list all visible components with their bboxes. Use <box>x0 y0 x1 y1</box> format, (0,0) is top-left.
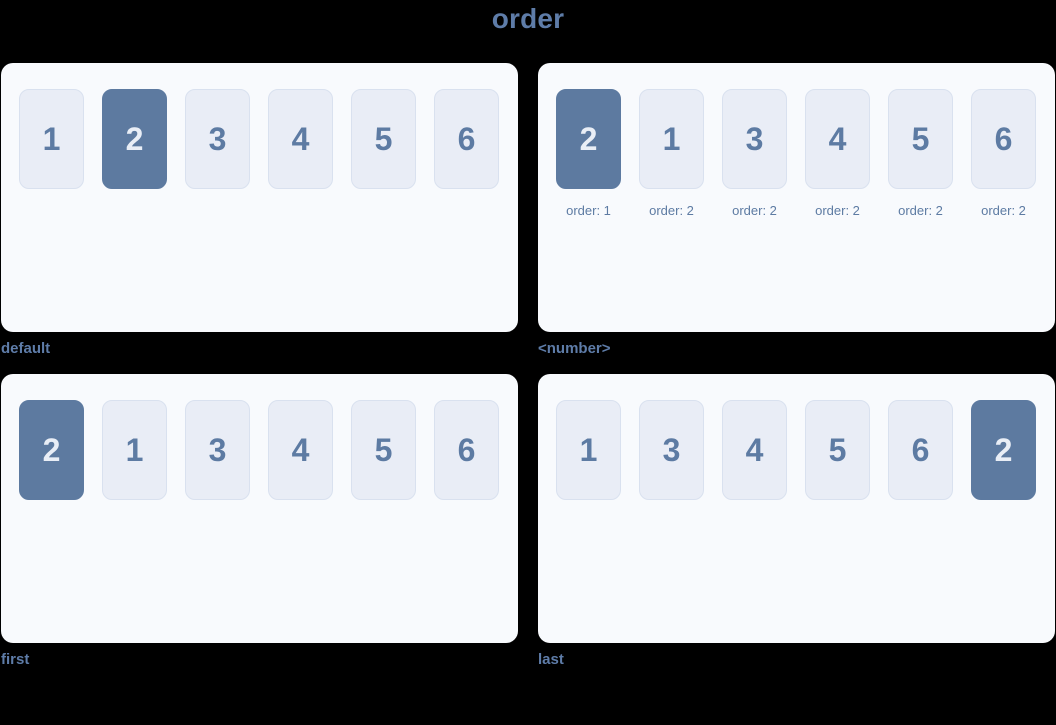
flex-item-wrap: 4 <box>268 400 333 500</box>
flex-item-wrap: 1 order: 2 <box>639 89 704 218</box>
flex-item: 4 <box>268 400 333 500</box>
flex-item: 6 <box>888 400 953 500</box>
example-cell-number: 2 order: 1 1 order: 2 3 order: 2 4 order: 2 5 ord… <box>538 63 1055 358</box>
flex-item: 2 <box>19 400 84 500</box>
flex-item: 5 <box>805 400 870 500</box>
flex-item: 2 <box>971 400 1036 500</box>
flex-item-wrap: 4 order: 2 <box>805 89 870 218</box>
flex-item-wrap: 4 <box>268 89 333 189</box>
flex-item-wrap: 1 <box>102 400 167 500</box>
order-label: order: 2 <box>815 203 860 218</box>
flex-item: 1 <box>19 89 84 189</box>
flex-item: 3 <box>722 89 787 189</box>
flex-item-wrap: 5 <box>805 400 870 500</box>
flex-item: 5 <box>888 89 953 189</box>
flex-item: 1 <box>102 400 167 500</box>
flex-item: 3 <box>639 400 704 500</box>
flex-item-wrap: 3 <box>185 400 250 500</box>
flex-item: 4 <box>805 89 870 189</box>
flex-item-wrap: 5 <box>351 400 416 500</box>
flex-item-wrap: 3 order: 2 <box>722 89 787 218</box>
flex-item: 6 <box>971 89 1036 189</box>
flex-item: 1 <box>639 89 704 189</box>
flex-item: 4 <box>268 89 333 189</box>
flex-item-wrap: 2 order: 1 <box>556 89 621 218</box>
flex-item-wrap: 6 <box>434 89 499 189</box>
flex-item-wrap: 6 <box>434 400 499 500</box>
flex-item: 5 <box>351 400 416 500</box>
panel-caption: last <box>538 651 564 668</box>
flex-item-wrap: 1 <box>19 89 84 189</box>
panel-caption: default <box>1 340 51 357</box>
flex-item: 4 <box>722 400 787 500</box>
flex-item: 5 <box>351 89 416 189</box>
flex-item-wrap: 2 <box>102 89 167 189</box>
demo-panel: 2 order: 1 1 order: 2 3 order: 2 4 order: 2 5 ord… <box>538 63 1055 332</box>
flex-item-wrap: 5 order: 2 <box>888 89 953 218</box>
order-label: order: 2 <box>732 203 777 218</box>
flex-item-wrap: 6 order: 2 <box>971 89 1036 218</box>
flex-item-wrap: 3 <box>185 89 250 189</box>
flex-item-wrap: 1 <box>556 400 621 500</box>
flex-item: 1 <box>556 400 621 500</box>
flex-item: 6 <box>434 400 499 500</box>
panel-caption: <number> <box>538 340 611 357</box>
flex-item-wrap: 4 <box>722 400 787 500</box>
flex-item: 3 <box>185 400 250 500</box>
flex-item-wrap: 6 <box>888 400 953 500</box>
order-label: order: 1 <box>566 203 611 218</box>
order-label: order: 2 <box>649 203 694 218</box>
flex-item: 2 <box>102 89 167 189</box>
flex-item: 3 <box>185 89 250 189</box>
page-title: order <box>491 3 565 34</box>
flex-row: 2 order: 1 1 order: 2 3 order: 2 4 order: 2 5 ord… <box>556 89 1037 218</box>
panel-caption: first <box>1 651 30 668</box>
flex-item-wrap: 5 <box>351 89 416 189</box>
flex-item-wrap: 2 <box>971 400 1036 500</box>
flex-item: 6 <box>434 89 499 189</box>
flex-item: 2 <box>556 89 621 189</box>
flex-item-wrap: 3 <box>639 400 704 500</box>
order-label: order: 2 <box>898 203 943 218</box>
order-label: order: 2 <box>981 203 1026 218</box>
flex-item-wrap: 2 <box>19 400 84 500</box>
